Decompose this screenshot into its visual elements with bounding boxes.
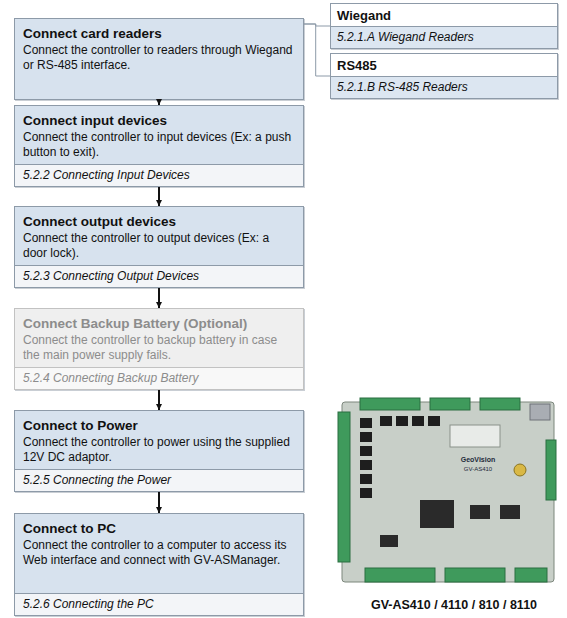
terminal-block [515, 568, 547, 582]
relay [360, 488, 372, 498]
box-heading: Connect to Power [15, 411, 303, 434]
section-reference: 5.2.1.B RS-485 Readers [331, 77, 557, 98]
bracket-connector [304, 24, 330, 76]
relay [380, 416, 392, 426]
section-reference: 5.2.5 Connecting the Power [15, 469, 303, 491]
box-description: Connect the controller to a computer to … [15, 537, 303, 593]
box-heading: Wiegand [331, 4, 557, 27]
section-reference: 5.2.2 Connecting Input Devices [15, 164, 303, 186]
flow-arrow [158, 100, 160, 105]
terminal-block [445, 568, 505, 582]
chip [500, 505, 520, 519]
box-description: Connect the controller to power using th… [15, 434, 303, 469]
relay [360, 432, 372, 442]
relay [428, 416, 440, 426]
bracket-connector [304, 24, 330, 26]
process-box: Connect Backup Battery (Optional)Connect… [14, 308, 304, 390]
controller-board [338, 398, 556, 582]
relay [412, 416, 424, 426]
section-reference: 5.2.3 Connecting Output Devices [15, 265, 303, 287]
process-box: Connect to PCConnect the controller to a… [14, 513, 304, 616]
box-description: Connect the controller to readers throug… [15, 42, 303, 99]
board-pcb [342, 402, 554, 582]
box-description: Connect the controller to output devices… [15, 230, 303, 265]
terminal-block [338, 412, 350, 562]
relay [360, 460, 372, 470]
processor-chip [420, 500, 454, 528]
process-box: Connect card readersConnect the controll… [14, 18, 304, 100]
board-marking: GeoVision [461, 456, 496, 463]
flow-arrow [158, 390, 160, 410]
relay [360, 418, 372, 428]
section-reference: 5.2.4 Connecting Backup Battery [15, 367, 303, 389]
terminal-block [360, 398, 420, 410]
box-description: Connect the controller to backup battery… [15, 332, 303, 367]
flow-arrow [158, 187, 160, 206]
chip [470, 505, 490, 519]
box-heading: Connect Backup Battery (Optional) [15, 309, 303, 332]
section-reference: 5.2.1.A Wiegand Readers [331, 27, 557, 48]
buzzer [514, 464, 526, 476]
process-box: Connect input devicesConnect the control… [14, 105, 304, 187]
board-marking: GV-AS410 [464, 466, 492, 472]
flow-arrow [158, 492, 160, 513]
section-reference: 5.2.6 Connecting the PC [15, 593, 303, 615]
terminal-block [365, 568, 435, 582]
process-box: Connect to PowerConnect the controller t… [14, 410, 304, 492]
dip-switch [450, 425, 500, 447]
box-heading: Connect output devices [15, 207, 303, 230]
process-box: Connect output devicesConnect the contro… [14, 206, 304, 288]
chip [380, 535, 398, 547]
terminal-block [430, 398, 470, 410]
terminal-block [480, 398, 520, 410]
network-port [530, 404, 550, 420]
terminal-block [546, 440, 556, 500]
box-heading: Connect card readers [15, 19, 303, 42]
box-heading: Connect to PC [15, 514, 303, 537]
reference-box: Wiegand5.2.1.A Wiegand Readers [330, 3, 558, 49]
figure-caption: GV-AS410 / 4110 / 810 / 8110 [371, 598, 537, 612]
reference-box: RS4855.2.1.B RS-485 Readers [330, 53, 558, 99]
box-heading: RS485 [331, 54, 557, 77]
relay [360, 446, 372, 456]
box-description: Connect the controller to input devices … [15, 129, 303, 164]
box-heading: Connect input devices [15, 106, 303, 129]
flow-arrow [158, 288, 160, 308]
relay [360, 474, 372, 484]
relay [396, 416, 408, 426]
